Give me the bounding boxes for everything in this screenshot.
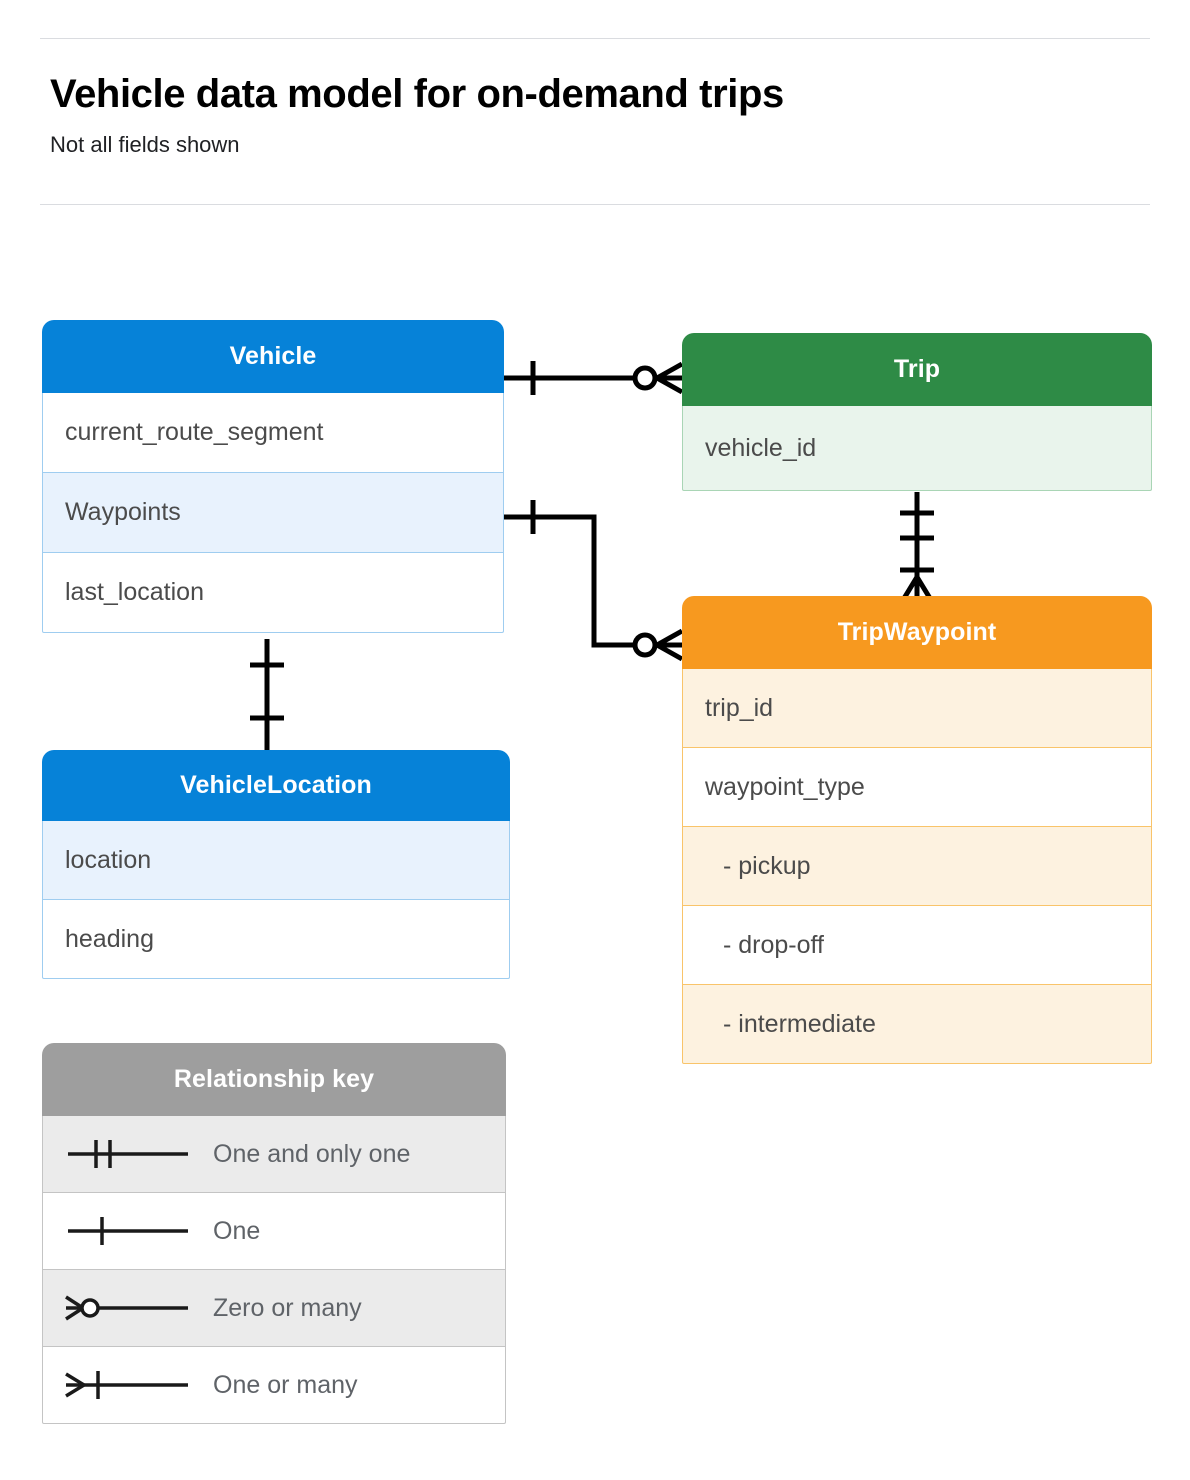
legend-row-one-and-only-one: One and only one	[42, 1116, 506, 1193]
field-last-location[interactable]: last_location	[42, 553, 504, 633]
entity-vehiclelocation[interactable]: VehicleLocation location heading	[42, 750, 510, 979]
zero-or-many-icon	[43, 1288, 213, 1328]
field-trip-id[interactable]: trip_id	[682, 669, 1152, 748]
entity-vehicle[interactable]: Vehicle current_route_segment Waypoints …	[42, 320, 504, 633]
legend-title: Relationship key	[42, 1043, 506, 1116]
entity-trip[interactable]: Trip vehicle_id	[682, 333, 1152, 491]
field-waypoint-type-pickup[interactable]: - pickup	[682, 827, 1152, 906]
field-current-route-segment[interactable]: current_route_segment	[42, 393, 504, 473]
circle-zero-vehicle-trip	[632, 365, 658, 391]
page-title: Vehicle data model for on-demand trips	[50, 72, 784, 116]
entity-vehiclelocation-title: VehicleLocation	[42, 750, 510, 821]
connector-waypoints-tripwaypoint	[503, 514, 635, 648]
one-icon	[43, 1211, 213, 1251]
one-and-only-one-icon	[43, 1134, 213, 1174]
field-heading[interactable]: heading	[42, 900, 510, 979]
header-rule-bottom	[40, 204, 1150, 205]
field-waypoint-type-intermediate[interactable]: - intermediate	[682, 985, 1152, 1064]
crowfoot-upper-waypoints	[655, 628, 684, 648]
legend-row-one: One	[42, 1193, 506, 1270]
page-subtitle: Not all fields shown	[50, 132, 240, 157]
field-location[interactable]: location	[42, 821, 510, 900]
crowfoot-lower-vehicle-trip	[655, 375, 684, 395]
one-or-many-icon	[43, 1365, 213, 1405]
legend-relationship-key: Relationship key One and only one	[42, 1043, 506, 1424]
legend-label-one: One	[213, 1216, 261, 1245]
circle-zero-waypoints	[632, 632, 658, 658]
crowfoot-upper-vehicle-trip	[655, 361, 684, 381]
field-waypoints[interactable]: Waypoints	[42, 473, 504, 553]
crowfoot-lower-waypoints	[655, 642, 684, 662]
entity-tripwaypoint[interactable]: TripWaypoint trip_id waypoint_type - pic…	[682, 596, 1152, 1064]
legend-label-one-and-only-one: One and only one	[213, 1139, 411, 1168]
legend-label-one-or-many: One or many	[213, 1370, 358, 1399]
legend-label-zero-or-many: Zero or many	[213, 1293, 362, 1322]
entity-tripwaypoint-title: TripWaypoint	[682, 596, 1152, 669]
entity-vehicle-title: Vehicle	[42, 320, 504, 393]
header-rule-top	[40, 38, 1150, 39]
entity-trip-title: Trip	[682, 333, 1152, 406]
legend-row-zero-or-many: Zero or many	[42, 1270, 506, 1347]
field-vehicle-id[interactable]: vehicle_id	[682, 406, 1152, 491]
field-waypoint-type-dropoff[interactable]: - drop-off	[682, 906, 1152, 985]
field-waypoint-type[interactable]: waypoint_type	[682, 748, 1152, 827]
legend-row-one-or-many: One or many	[42, 1347, 506, 1424]
